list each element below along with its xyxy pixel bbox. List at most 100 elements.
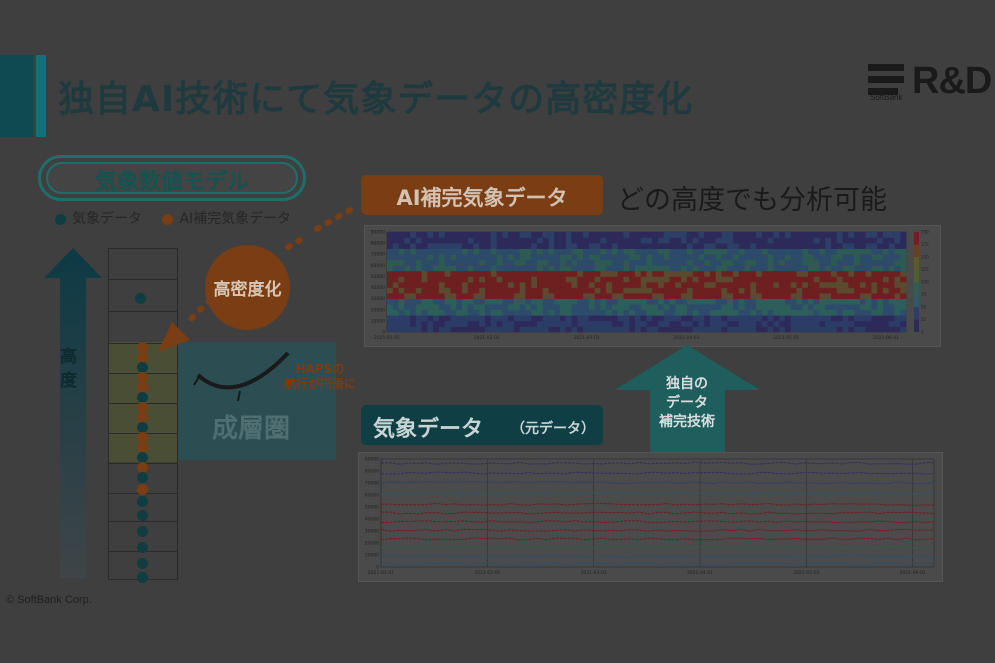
heatmap-cell [819,270,826,277]
heatmap-cell [623,287,630,294]
heatmap-cell [531,265,538,272]
heatmap-cell [658,304,665,311]
heatmap-cell [733,320,740,327]
heatmap-cell [456,315,463,322]
heatmap-cell [715,320,722,327]
heatmap-cell [427,276,434,283]
heatmap-cell [698,315,705,322]
heatmap-cell [692,265,699,272]
heatmap-cell [848,270,855,277]
heatmap-cell [721,326,728,333]
heatmap-cell [709,304,716,311]
heatmap-cell [513,243,520,249]
heatmap-cell [704,276,711,283]
x-tick-label: 2021-06-01 [873,335,899,341]
heatmap-cell [692,326,699,333]
heatmap-cell [871,315,878,322]
heatmap-cell [894,326,901,333]
heatmap-cell [525,326,532,333]
heatmap-cell [606,232,613,238]
heatmap-cell [438,265,445,272]
heatmap-cell [485,248,492,255]
heatmap-cell [600,259,607,266]
heatmap-cell [681,243,688,249]
heatmap-cell [859,309,866,316]
y-tick-label: 40000 [371,285,385,291]
heatmap-cell [427,248,434,255]
series-line [380,461,935,465]
heatmap-cell [415,232,422,238]
heatmap-cell [652,287,659,294]
heatmap-cell [565,259,572,266]
heatmap-cell [767,293,774,299]
heatmap-cell [709,293,716,299]
heatmap-cell [825,270,832,277]
heatmap-cell [802,282,809,288]
heatmap-cell [894,259,901,266]
heatmap-cell [438,293,445,299]
heatmap-cell [485,254,492,261]
heatmap-cell [519,287,526,294]
heatmap-cell [744,304,751,311]
heatmap-cell [536,282,543,288]
heatmap-cell [496,304,503,311]
heatmap-cell [652,270,659,277]
heatmap-cell [479,315,486,322]
heatmap-cell [611,320,618,327]
heatmap-cell [813,293,820,299]
ai-dot [137,484,148,495]
heatmap-cell [796,304,803,311]
heatmap-cell [744,248,751,255]
heatmap-cell [733,326,740,333]
legend-dot-icon [162,213,174,225]
heatmap-cell [836,243,843,249]
heatmap-cell [600,270,607,277]
heatmap-cell [721,237,728,244]
heatmap-cell [508,287,515,294]
heatmap-cell [761,254,768,261]
heatmap-cell [392,276,399,283]
heatmap-cell [859,254,866,261]
heatmap-cell [508,282,515,288]
heatmap-cell [456,326,463,333]
heatmap-cell [663,326,670,333]
heatmap-cell [871,254,878,261]
heatmap-cell [640,232,647,238]
heatmap-cell [490,265,497,272]
heatmap-cell [900,237,907,244]
heatmap-cell [519,270,526,277]
heatmap-cell [738,243,745,249]
heatmap-cell [456,270,463,277]
heatmap-cell [807,254,815,261]
heatmap-cell [715,265,722,272]
weather-dot [137,542,148,553]
heatmap-cell [865,293,872,299]
heatmap-cell [519,276,526,283]
heatmap-cell [496,270,503,277]
heatmap-cell [640,320,647,327]
heatmap-cell [709,270,716,277]
heatmap-cell [831,259,838,266]
heatmap-cell [704,326,711,333]
heatmap-cell [387,254,394,261]
heatmap-cell [882,287,889,294]
heatmap-cell [733,237,740,244]
heatmap-cell [600,282,607,288]
heatmap-cell [842,248,849,255]
heatmap-cell [727,243,734,249]
heatmap-cell [704,293,711,299]
y-tick-label: 80000 [371,241,385,247]
heatmap-cell [796,243,803,249]
heatmap-cell [894,265,901,272]
heatmap-cell [663,270,670,277]
heatmap-cell [617,270,624,277]
heatmap-cell [473,304,480,311]
heatmap-cell [865,237,872,244]
heatmap-cell [398,232,405,238]
heatmap-cell [421,304,428,311]
heatmap-cell [594,237,601,244]
heatmap-cell [640,287,647,294]
heatmap-cell [802,254,809,261]
heatmap-cell [467,265,474,272]
heatmap-cell [577,248,584,255]
